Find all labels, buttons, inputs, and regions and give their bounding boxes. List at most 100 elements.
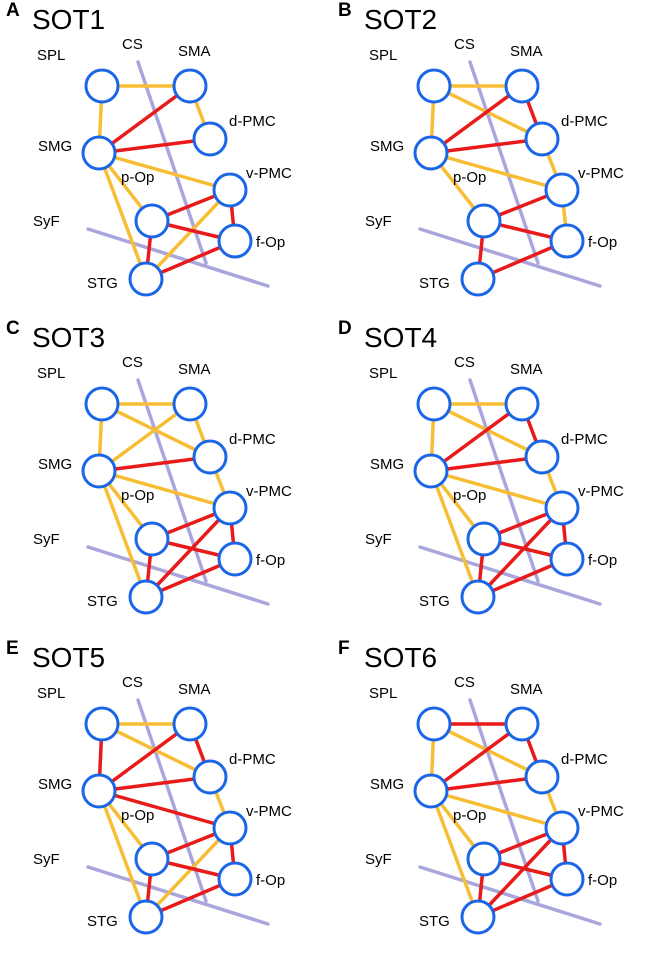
label-syf: SyF	[365, 213, 392, 230]
edge-smg-dpmc-strong	[429, 137, 544, 155]
edge-smg-stg-weak	[97, 789, 148, 919]
node-fop	[549, 223, 585, 259]
panel-letter: A	[6, 0, 20, 21]
edge-smg-vpmc-weak	[429, 789, 564, 830]
node-vpmc	[544, 490, 580, 526]
label-dpmc: d-PMC	[229, 751, 276, 768]
label-fop: f-Op	[588, 234, 618, 251]
edge-vpmc-stg-strong	[144, 506, 232, 599]
label-stg: STG	[87, 913, 118, 930]
label-vpmc: v-PMC	[578, 483, 624, 500]
label-sma: SMA	[510, 43, 543, 60]
node-stg	[128, 579, 164, 615]
node-pop	[134, 203, 170, 239]
panel-f-graph	[413, 698, 602, 935]
edge-smg-sma-strong	[97, 722, 192, 793]
edge-vpmc-stg-weak	[144, 188, 232, 281]
edge-smg-stg-weak	[429, 789, 480, 919]
label-smg: SMG	[38, 456, 73, 473]
edge-smg-vpmc-weak	[97, 151, 232, 192]
panel-title: SOT1	[32, 4, 106, 35]
edge-smg-vpmc-weak	[97, 469, 232, 510]
label-vpmc: v-PMC	[578, 165, 624, 182]
label-fop: f-Op	[256, 872, 286, 889]
edge-smg-vpmc-strong	[97, 789, 232, 830]
node-sma	[504, 68, 540, 104]
label-spl: SPL	[369, 685, 398, 702]
label-fop: f-Op	[256, 552, 286, 569]
node-stg	[128, 899, 164, 935]
edge-smg-vpmc-weak	[429, 151, 564, 192]
edge-smg-dpmc-strong	[97, 137, 212, 155]
label-sma: SMA	[178, 43, 211, 60]
label-fop: f-Op	[588, 552, 618, 569]
panel-letter: E	[6, 638, 19, 659]
edge-smg-sma-strong	[429, 84, 524, 155]
edge-vpmc-stg-strong	[476, 826, 564, 919]
label-sma: SMA	[510, 681, 543, 698]
node-stg	[128, 261, 164, 297]
node-dpmc	[524, 759, 560, 795]
label-smg: SMG	[370, 138, 405, 155]
edge-vpmc-stg-weak	[144, 826, 232, 919]
edge-vpmc-stg-strong	[476, 506, 564, 599]
label-pop: p-Op	[453, 169, 487, 186]
node-spl	[416, 386, 452, 422]
label-pop: p-Op	[121, 169, 155, 186]
panel-letter: D	[338, 318, 352, 339]
label-syf: SyF	[365, 531, 392, 548]
node-smg	[81, 773, 117, 809]
node-sma	[504, 706, 540, 742]
label-cs: CS	[122, 354, 143, 371]
label-pop: p-Op	[453, 807, 487, 824]
edge-smg-sma-strong	[429, 722, 524, 793]
label-pop: p-Op	[121, 807, 155, 824]
node-sma	[504, 386, 540, 422]
edge-smg-sma-strong	[97, 84, 192, 155]
node-dpmc	[192, 759, 228, 795]
sylvian-fissure-line	[418, 865, 602, 926]
node-smg	[81, 135, 117, 171]
node-smg	[413, 135, 449, 171]
label-smg: SMG	[38, 138, 73, 155]
sylvian-fissure-line	[86, 227, 270, 288]
node-smg	[81, 453, 117, 489]
edge-smg-dpmc-strong	[429, 455, 544, 473]
label-vpmc: v-PMC	[246, 165, 292, 182]
label-pop: p-Op	[453, 487, 487, 504]
panel-title: SOT4	[364, 322, 438, 353]
node-stg	[460, 579, 496, 615]
sylvian-fissure-line	[86, 865, 270, 926]
node-vpmc	[212, 490, 248, 526]
edge-smg-stg-weak	[97, 151, 148, 281]
label-spl: SPL	[37, 365, 66, 382]
label-cs: CS	[454, 674, 475, 691]
edge-smg-stg-weak	[97, 469, 148, 599]
node-dpmc	[192, 439, 228, 475]
label-spl: SPL	[37, 47, 66, 64]
node-fop	[549, 861, 585, 897]
panel-title: SOT6	[364, 642, 438, 673]
node-spl	[84, 386, 120, 422]
node-spl	[84, 68, 120, 104]
label-vpmc: v-PMC	[246, 483, 292, 500]
label-dpmc: d-PMC	[561, 431, 608, 448]
node-dpmc	[524, 121, 560, 157]
label-sma: SMA	[510, 361, 543, 378]
node-fop	[217, 223, 253, 259]
label-pop: p-Op	[121, 487, 155, 504]
node-sma	[172, 386, 208, 422]
label-dpmc: d-PMC	[229, 113, 276, 130]
label-stg: STG	[87, 593, 118, 610]
label-stg: STG	[419, 913, 450, 930]
node-sma	[172, 706, 208, 742]
label-stg: STG	[419, 593, 450, 610]
node-smg	[413, 453, 449, 489]
node-vpmc	[544, 810, 580, 846]
edge-smg-dpmc-strong	[97, 455, 212, 473]
node-pop	[466, 203, 502, 239]
edge-smg-dpmc-strong	[429, 775, 544, 793]
